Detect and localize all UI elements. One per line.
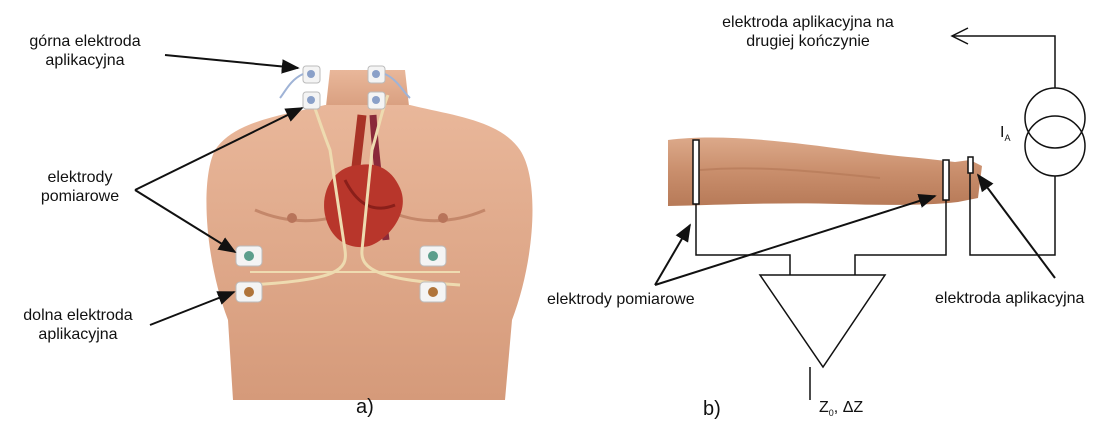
output-z: Z (819, 399, 829, 416)
label-measuring-a-line1: elektrody (20, 168, 140, 187)
arrow-lower-application (150, 292, 234, 325)
caption-b: b) (703, 398, 721, 421)
label-lower-application-line2: aplikacyjna (8, 325, 148, 344)
current-source-circle-bottom (1025, 116, 1085, 176)
label-current-source: IA (1000, 123, 1010, 144)
label-output: Z0, ΔZ (819, 398, 863, 419)
current-subscript: A (1004, 133, 1010, 143)
measuring-electrode-wrist (943, 160, 949, 200)
caption-a: a) (356, 396, 374, 419)
label-other-limb-line2: drugiej kończynie (688, 32, 928, 51)
arrow-upper-application (165, 55, 298, 68)
label-measuring-electrodes-a: elektrody pomiarowe (20, 168, 140, 206)
label-application-electrode: elektroda aplikacyjna (935, 289, 1084, 308)
application-electrode-finger (968, 157, 973, 173)
output-rest: , ΔZ (834, 399, 863, 416)
arrow-measuring-right (655, 196, 935, 285)
label-upper-application: górna elektroda aplikacyjna (5, 32, 165, 70)
current-source-circle-top (1025, 88, 1085, 148)
label-upper-application-line1: górna elektroda (5, 32, 165, 51)
label-measuring-electrodes-b: elektrody pomiarowe (547, 290, 695, 309)
arrow-application-electrode (978, 175, 1055, 278)
output-sub: 0 (829, 408, 834, 418)
measuring-electrode-upper-arm (693, 140, 699, 204)
circuit-wires (696, 36, 1055, 400)
label-other-limb-line1: elektroda aplikacyjna na (688, 13, 928, 32)
label-lower-application: dolna elektroda aplikacyjna (8, 306, 148, 344)
label-measuring-a-line2: pomiarowe (20, 187, 140, 206)
amplifier-triangle (760, 275, 885, 367)
label-upper-application-line2: aplikacyjna (5, 51, 165, 70)
label-application-other-limb: elektroda aplikacyjna na drugiej kończyn… (688, 13, 928, 51)
label-lower-application-line1: dolna elektroda (8, 306, 148, 325)
torso-illustration (206, 66, 532, 400)
